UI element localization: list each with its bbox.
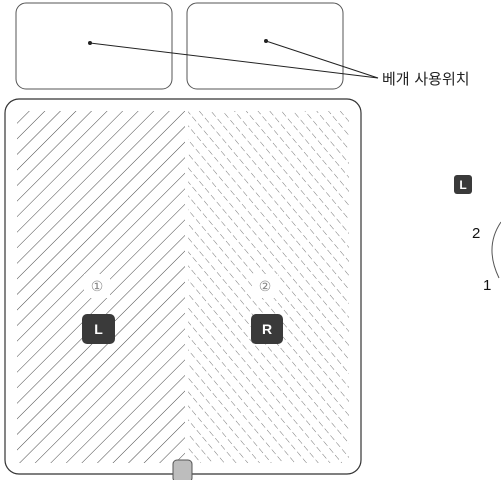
connector-tab <box>172 459 193 480</box>
zone-right-number: ② <box>259 278 272 294</box>
leader-line-right <box>265 40 379 79</box>
legend-badge <box>454 175 472 194</box>
callout-label: 베개 사용위치 <box>382 70 470 88</box>
legend-number-lower: 1 <box>483 277 491 294</box>
zone-right-badge-label: R <box>262 321 272 337</box>
zone-left-number: ① <box>91 278 104 294</box>
legend-curve <box>491 221 501 279</box>
legend-number-upper: 2 <box>472 225 480 242</box>
leader-line-left <box>89 42 379 79</box>
zone-left-badge <box>82 314 115 344</box>
zone-right-badge <box>251 314 283 344</box>
zone-right-number-bg <box>252 274 278 298</box>
pillow-right <box>186 2 344 90</box>
zone-left-badge-label: L <box>94 321 103 337</box>
zone-left-number-bg <box>84 274 110 298</box>
legend-badge-label: L <box>459 178 466 192</box>
pillow-left <box>15 2 173 90</box>
